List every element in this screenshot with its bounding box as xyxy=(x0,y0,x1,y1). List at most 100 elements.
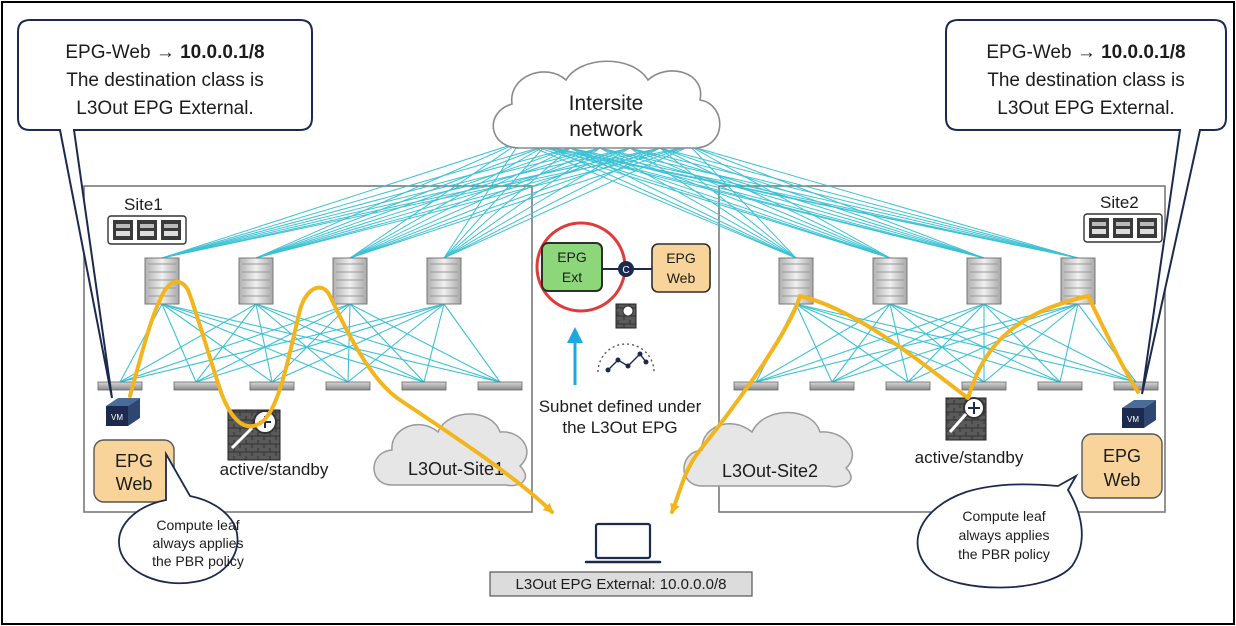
fabric-link xyxy=(349,303,501,383)
intersite-link xyxy=(629,147,1079,259)
intersite-link xyxy=(599,147,1079,259)
intersite-link xyxy=(255,147,661,259)
l3out-site2-cloud: L3Out-Site2 xyxy=(683,411,853,488)
leaf-switch xyxy=(885,381,931,391)
l3out-site1-label: L3Out-Site1 xyxy=(408,459,504,479)
traffic-flow-site2 xyxy=(670,294,1140,514)
spine-switch xyxy=(872,257,908,305)
intersite-network-cloud: Intersite network xyxy=(492,60,721,149)
intersite-link xyxy=(544,145,797,259)
vm-site2-label: VM xyxy=(1127,415,1139,424)
fabric-link xyxy=(161,303,197,383)
intersite-link xyxy=(255,141,521,259)
svg-text:Compute leaf: Compute leaf xyxy=(156,517,239,533)
traffic-flow-site1 xyxy=(128,279,554,514)
spine-switch xyxy=(238,257,274,305)
intersite-link xyxy=(255,145,546,259)
intersite-link xyxy=(349,145,546,259)
leaf-switch xyxy=(97,381,143,391)
firewall-site1-label: active/standby xyxy=(220,460,329,479)
fabric-link xyxy=(119,303,445,383)
intersite-link xyxy=(443,145,546,259)
leaf-switch xyxy=(401,381,447,391)
spine-switch xyxy=(332,257,368,305)
site1-label: Site1 xyxy=(124,195,163,214)
intersite-link xyxy=(255,147,571,259)
fabric-link xyxy=(795,303,1061,383)
fabric-link xyxy=(889,303,909,383)
fabric-link xyxy=(889,303,985,383)
fabric-link xyxy=(795,303,909,383)
fabric-link xyxy=(161,303,501,383)
fabric-link xyxy=(795,303,833,383)
fabric-link xyxy=(907,303,1079,383)
callout-right-ip: 10.0.0.1/8 xyxy=(1101,42,1186,63)
intersite-link xyxy=(161,141,521,259)
intersite-link xyxy=(544,145,891,259)
fabric-link xyxy=(195,303,351,383)
fabric-link xyxy=(795,303,985,383)
svg-text:Web: Web xyxy=(116,474,153,494)
intersite-line1: Intersite xyxy=(569,92,644,115)
intersite-link xyxy=(349,147,631,259)
fabric-link xyxy=(983,303,1061,383)
l3out-site1-cloud: L3Out-Site1 xyxy=(373,413,528,487)
callout-left-prefix: EPG-Web → xyxy=(65,42,180,63)
svg-text:C: C xyxy=(622,265,629,276)
intersite-link xyxy=(599,147,891,259)
svg-text:EPG-Web → 10.0.0.1/8: EPG-Web → 10.0.0.1/8 xyxy=(986,42,1185,63)
svg-text:always applies: always applies xyxy=(958,527,1049,543)
intersite-link xyxy=(544,145,985,259)
fabric-link xyxy=(831,303,891,383)
leaf-switch xyxy=(1037,381,1083,391)
vm-site2: VM xyxy=(1122,400,1156,428)
intersite-link xyxy=(599,147,797,259)
fabric-link xyxy=(889,303,1061,383)
intersite-link xyxy=(443,147,601,259)
spine-switches xyxy=(144,257,1096,305)
intersite-link xyxy=(629,147,985,259)
intersite-link xyxy=(255,147,601,259)
fabric-link xyxy=(755,303,985,383)
intersite-link xyxy=(161,145,546,259)
leaf-switch xyxy=(961,381,1007,391)
fabric-link xyxy=(983,303,1137,383)
fabric-link xyxy=(983,303,1079,383)
leaf-switch xyxy=(249,381,295,391)
l3out-epg-external-box: L3Out EPG External: 10.0.0.0/8 xyxy=(489,571,753,597)
callout-right: EPG-Web → 10.0.0.1/8 The destination cla… xyxy=(945,19,1227,395)
fabric-link xyxy=(347,303,445,383)
intersite-link xyxy=(599,147,985,259)
intersite-link xyxy=(443,141,521,259)
svg-text:EPG-Web → 10.0.0.1/8: EPG-Web → 10.0.0.1/8 xyxy=(65,42,264,63)
subnet-text-line2: the L3Out EPG xyxy=(562,418,677,437)
svg-text:the PBR policy: the PBR policy xyxy=(152,553,244,569)
fabric-link xyxy=(755,303,1079,383)
svg-text:Compute leaf: Compute leaf xyxy=(962,508,1045,524)
svg-text:always applies: always applies xyxy=(152,535,243,551)
vm-site1: VM xyxy=(106,398,140,426)
svg-text:EPG: EPG xyxy=(666,250,696,266)
external-laptop xyxy=(584,522,662,564)
leaf-switch xyxy=(733,381,779,391)
svg-text:EPG: EPG xyxy=(1103,446,1141,466)
fabric-link xyxy=(161,303,349,383)
pbr-bubble-left: Compute leaf always applies the PBR poli… xyxy=(118,450,244,585)
intersite-line2: network xyxy=(569,118,643,141)
intersite-link xyxy=(544,145,1079,259)
intersite-link xyxy=(349,141,521,259)
intersite-link xyxy=(161,147,571,259)
svg-text:Ext: Ext xyxy=(562,269,582,285)
svg-text:EPG: EPG xyxy=(115,451,153,471)
fabric-link xyxy=(161,303,273,383)
epg-ext-box: EPG Ext xyxy=(535,221,627,313)
fabric-link xyxy=(255,303,425,383)
fabric-link xyxy=(423,303,445,383)
apic-cluster-site2 xyxy=(1083,213,1163,243)
subnet-text-line1: Subnet defined under xyxy=(539,397,702,416)
intersite-link xyxy=(161,147,631,259)
svg-text:L3Out EPG External: 10.0.0.0/8: L3Out EPG External: 10.0.0.0/8 xyxy=(516,576,727,593)
fabric-link xyxy=(195,303,445,383)
